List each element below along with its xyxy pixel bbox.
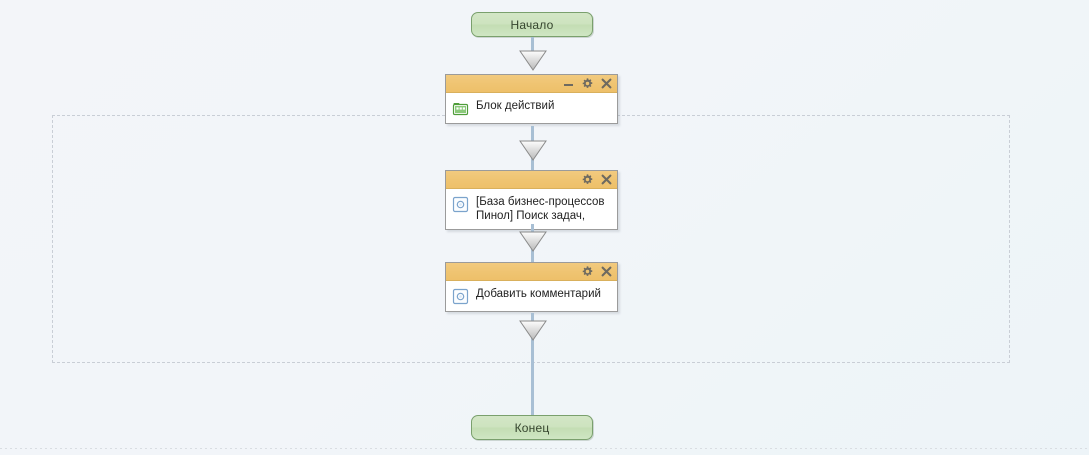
connector-start-to-action xyxy=(531,37,534,61)
arrow-head-icon xyxy=(519,231,547,253)
blue-circle-square-icon xyxy=(452,196,469,213)
green-folder-icon xyxy=(452,100,469,117)
block-label: Блок действий xyxy=(476,100,555,112)
block-label: [База бизнес-процессов Пинол] Поиск зада… xyxy=(476,196,605,222)
block-body: Добавить комментарий xyxy=(446,281,617,311)
activity-block-add-comment[interactable]: Добавить комментарий xyxy=(445,262,618,312)
block-body: Блок действий xyxy=(446,93,617,123)
start-node[interactable]: Начало xyxy=(471,12,593,37)
activity-block-action[interactable]: Блок действий xyxy=(445,74,618,124)
block-body: [База бизнес-процессов Пинол] Поиск зада… xyxy=(446,189,617,229)
arrow-head-icon xyxy=(519,50,547,72)
end-node[interactable]: Конец xyxy=(471,415,593,440)
gear-icon[interactable] xyxy=(582,266,593,277)
gear-icon[interactable] xyxy=(582,174,593,185)
blue-circle-square-icon xyxy=(452,288,469,305)
start-node-label: Начало xyxy=(510,17,554,32)
canvas-bottom-ruler xyxy=(0,448,1089,449)
activity-block-search-tasks[interactable]: [База бизнес-процессов Пинол] Поиск зада… xyxy=(445,170,618,230)
block-label: Добавить комментарий xyxy=(476,288,601,300)
block-header[interactable] xyxy=(446,75,617,93)
arrow-head-icon xyxy=(519,140,547,162)
block-header[interactable] xyxy=(446,171,617,189)
connector-comment-to-end xyxy=(531,313,534,415)
arrow-head-icon xyxy=(519,320,547,342)
end-node-label: Конец xyxy=(514,420,550,435)
close-icon[interactable] xyxy=(601,266,612,277)
minimize-icon[interactable] xyxy=(563,78,574,89)
block-header[interactable] xyxy=(446,263,617,281)
close-icon[interactable] xyxy=(601,174,612,185)
close-icon[interactable] xyxy=(601,78,612,89)
gear-icon[interactable] xyxy=(582,78,593,89)
